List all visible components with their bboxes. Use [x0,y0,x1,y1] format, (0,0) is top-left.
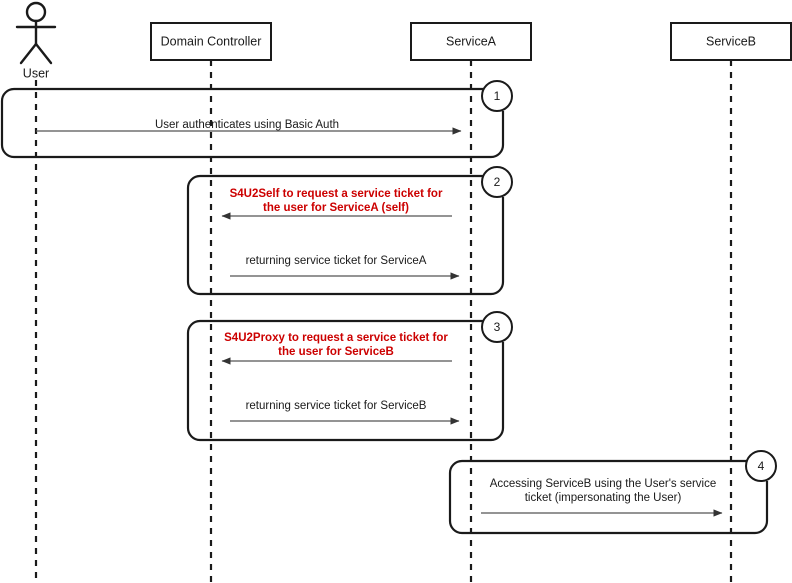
step-4-message-1-line1: Accessing ServiceB using the User's serv… [490,478,717,490]
step-3-number-circle[interactable] [481,311,513,343]
participant-box-domain-controller[interactable] [150,22,272,61]
actor-leg-right-icon [34,42,53,65]
step-3-frame[interactable] [186,319,505,442]
participant-box-servicea[interactable] [410,22,532,61]
actor-user-label: User [23,66,49,80]
step-2-group[interactable]: S4U2Self to request a service ticket for… [186,166,513,296]
participant-servicea[interactable]: ServiceA [410,22,532,61]
step-1-group[interactable]: User authenticates using Basic Auth 1 [0,80,513,159]
step-2-message-1-line1: S4U2Self to request a service ticket for [230,188,443,200]
actor-head-icon [25,1,47,23]
participant-domain-controller[interactable]: Domain Controller [150,22,272,61]
step-2-message-2-label: returning service ticket for ServiceA [246,255,427,267]
participant-box-serviceb[interactable] [670,22,792,61]
step-3-message-2-label: returning service ticket for ServiceB [246,400,427,412]
step-4-frame[interactable] [448,459,769,535]
step-4-number-circle[interactable] [745,450,777,482]
step-4-group[interactable]: Accessing ServiceB using the User's serv… [448,450,777,535]
participant-label-servicea: ServiceA [446,34,497,48]
step-3-number-label: 3 [494,320,501,334]
step-3-message-1-line1: S4U2Proxy to request a service ticket fo… [224,332,448,344]
step-4-message-1-line2: ticket (impersonating the User) [525,492,682,504]
step-4-number-label: 4 [758,459,765,473]
step-1-message-1-label: User authenticates using Basic Auth [155,119,339,131]
participant-label-serviceb: ServiceB [706,34,756,48]
participant-serviceb[interactable]: ServiceB [670,22,792,61]
step-2-number-circle[interactable] [481,166,513,198]
actor-user[interactable]: User [15,1,57,80]
step-2-number-label: 2 [494,175,501,189]
step-1-frame[interactable] [0,87,505,159]
step-3-message-1-line2: the user for ServiceB [278,346,394,358]
step-2-frame[interactable] [186,174,505,296]
participant-label-domain-controller: Domain Controller [161,34,262,48]
lifelines-group [34,60,733,583]
step-2-message-1-line2: the user for ServiceA (self) [263,202,409,214]
actor-leg-left-icon [19,42,38,65]
step-1-number-label: 1 [494,89,501,103]
step-1-number-circle[interactable] [481,80,513,112]
step-3-group[interactable]: S4U2Proxy to request a service ticket fo… [186,311,513,442]
